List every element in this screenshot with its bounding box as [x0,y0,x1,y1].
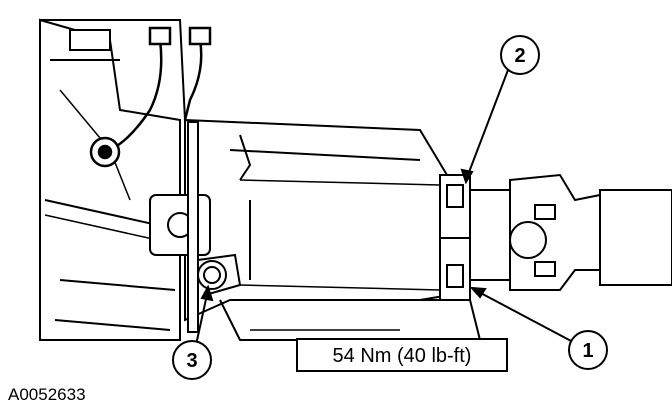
lower-bracket [219,299,481,341]
extension-housing [149,118,451,333]
torque-spec-box: 54 Nm (40 lb-ft) [296,338,508,372]
driveshaft-flange [439,174,471,301]
arrowhead-3 [200,284,214,302]
mount-bolt [197,253,242,296]
transmission-case [39,18,186,341]
callout-1-number: 1 [582,340,593,362]
callout-3: 3 [172,340,212,380]
driveshaft-u-joint [469,173,672,291]
leader-lines [195,69,574,346]
leader-line-1 [474,289,574,343]
torque-spec-label: 54 Nm (40 lb-ft) [333,345,472,367]
callout-1: 1 [568,330,608,370]
arrowhead-2 [460,168,474,185]
wiring-harness [89,26,212,168]
callout-2: 2 [500,35,540,75]
figure-id: A0052633 [8,385,86,404]
leader-line-2 [465,69,509,181]
callout-3-number: 3 [186,350,197,372]
callout-2-number: 2 [514,45,525,67]
arrowhead-1 [469,286,487,299]
